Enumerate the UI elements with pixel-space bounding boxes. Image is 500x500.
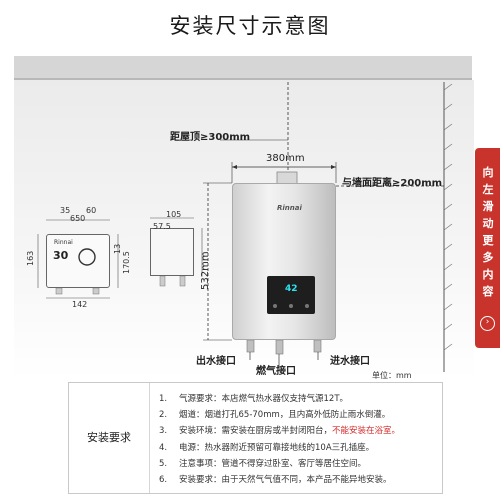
side-dim-top: 105 <box>166 210 182 219</box>
front-dim-top: 650 <box>70 214 86 223</box>
front-dim-small-a: 35 <box>60 206 71 215</box>
heater-brand-logo: Rinnai <box>277 204 302 212</box>
water-outlet-label: 出水接口 <box>196 356 236 367</box>
requirements-title: 安装要求 <box>87 431 131 444</box>
water-inlet-label: 进水接口 <box>330 356 370 367</box>
front-dim-right-b: 170.5 <box>122 251 131 274</box>
ceiling <box>14 56 472 78</box>
water-heater: Rinnai 42 <box>232 183 336 340</box>
panel-button-icon <box>305 304 309 308</box>
list-item: 6.安装要求：由于天然气气值不同，本产品不能异地安装。 <box>159 475 392 486</box>
front-view-brand: Rinnai <box>54 239 73 246</box>
front-dim-bottom: 142 <box>72 300 88 309</box>
front-dim-small-b: 60 <box>86 206 97 215</box>
list-item: 1.气源要求：本店燃气热水器仅支持气源12T。 <box>159 394 349 404</box>
ceiling-distance-label: 距屋顶≥300mm <box>170 132 251 143</box>
front-dim-left: 163 <box>26 250 35 266</box>
swipe-more-tab[interactable]: 向左滑动更多内容 › <box>475 148 500 348</box>
bottom-pipes <box>246 339 322 355</box>
panel-button-icon <box>273 304 277 308</box>
front-view-drawing: Rinnai 30 <box>46 234 110 288</box>
wall-distance-label: 与墙面距离≥200mm <box>342 178 443 189</box>
requirements-card: 安装要求 1.气源要求：本店燃气热水器仅支持气源12T。 2.烟道：烟道打孔65… <box>68 382 443 494</box>
list-item: 2.烟道：烟道打孔65-70mm，且内高外低防止雨水倒灌。 <box>159 410 391 421</box>
swipe-more-label: 向左滑动更多内容 <box>482 166 494 298</box>
heater-display: 42 <box>285 284 298 294</box>
front-dim-right-a: 13 <box>113 243 122 254</box>
warning-text: 不能安装在浴室。 <box>332 426 401 437</box>
height-label: 532mm <box>200 251 211 290</box>
dial-icon <box>78 248 96 266</box>
chevron-right-icon: › <box>480 316 495 331</box>
list-item: 5.注意事项：管道不得穿过卧室、客厅等居住空间。 <box>159 458 367 469</box>
side-view-drawing <box>150 228 194 276</box>
panel-button-icon <box>289 304 293 308</box>
gas-inlet-label: 燃气接口 <box>256 366 296 377</box>
ceiling-edge <box>14 78 472 80</box>
right-wall-hatch <box>443 83 453 351</box>
requirements-list: 1.气源要求：本店燃气热水器仅支持气源12T。 2.烟道：烟道打孔65-70mm… <box>159 391 439 488</box>
page-title: 安装尺寸示意图 <box>169 14 331 38</box>
list-item: 4.电源：热水器附近预留可靠接地线的10A三孔插座。 <box>159 442 375 453</box>
unit-label: 单位：mm <box>372 371 412 380</box>
front-view-display: 30 <box>53 249 69 262</box>
list-item: 3.安装环境：需安装在厨房或半封闭阳台，不能安装在浴室。 <box>159 426 401 437</box>
heater-control-panel: 42 <box>267 276 315 314</box>
width-label: 380mm <box>266 153 305 164</box>
requirements-divider <box>149 383 150 493</box>
side-dim-small: 57.5 <box>153 222 171 231</box>
